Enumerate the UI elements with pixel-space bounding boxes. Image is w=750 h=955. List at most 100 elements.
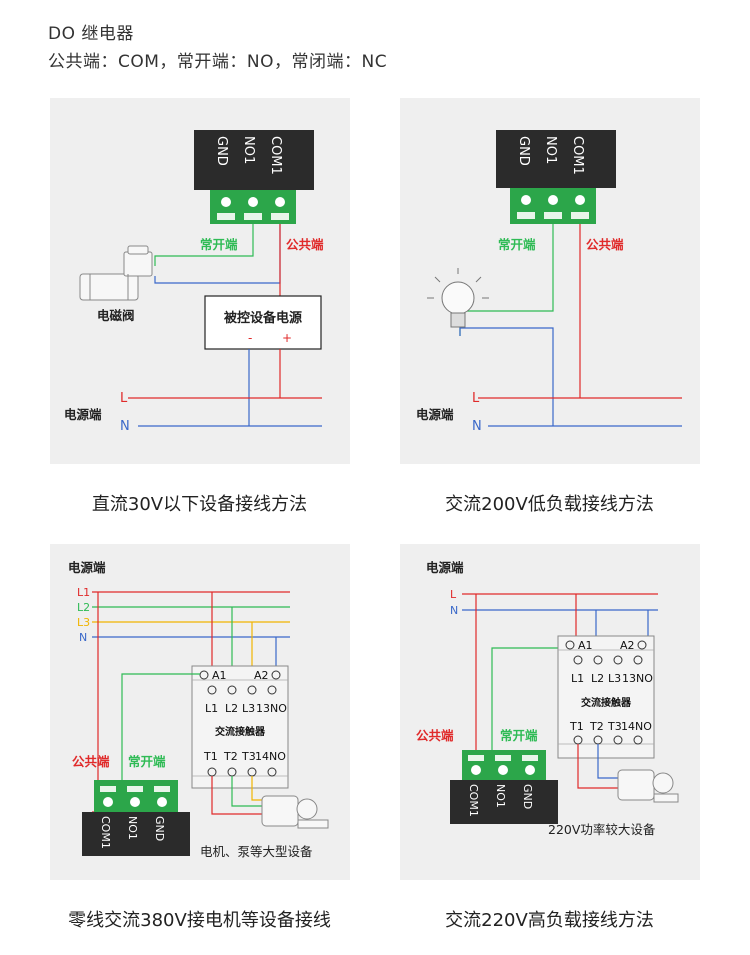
wire-no-green — [121, 673, 200, 787]
screw-icon — [548, 195, 558, 205]
terminal-slot — [517, 212, 535, 219]
screw-icon — [157, 797, 167, 807]
screw-icon — [221, 197, 231, 207]
header-title: DO 继电器 — [48, 24, 134, 44]
pin-label-no1: NO1 — [494, 784, 507, 808]
pin-label-no1: NO1 — [543, 136, 558, 164]
label-l: L — [472, 391, 480, 406]
ac-contactor: A1 A2 L1 L2 L3 13NO 交流接触器 T1 T2 T3 14NO — [557, 635, 655, 759]
wire-t1 — [211, 776, 262, 815]
diagram-dc30v: GND NO1 COM1 常开端 公共端 电磁阀 被控设备电源 - + L N … — [50, 98, 350, 464]
wire-t2 — [597, 744, 618, 779]
screw-icon — [498, 765, 508, 775]
label-com: 公共端 — [286, 237, 324, 252]
label-power: 电源端 — [64, 407, 102, 422]
contactor-13no: 13NO — [256, 702, 287, 715]
label-l2: L2 — [77, 601, 90, 614]
screw-icon — [471, 765, 481, 775]
contactor-a1: A1 — [212, 669, 227, 682]
caption-ac200v-low: 交流200V低负载接线方法 — [445, 494, 654, 515]
wire-no-green — [154, 224, 254, 266]
label-no: 常开端 — [128, 754, 166, 769]
pin-label-com1: COM1 — [268, 136, 283, 175]
terminal-slot — [571, 212, 589, 219]
contactor-t1: T1 — [569, 720, 584, 733]
contactor-l3: L3 — [242, 702, 255, 715]
terminal-block — [462, 750, 546, 780]
device-power-box — [204, 295, 322, 350]
label-n: N — [79, 631, 87, 644]
relay-block — [450, 780, 558, 824]
pin-label-gnd: GND — [214, 136, 229, 166]
caption-dc30v: 直流30V以下设备接线方法 — [91, 494, 308, 515]
screw-icon — [248, 197, 258, 207]
terminal-slot — [244, 213, 262, 220]
label-power: 电源端 — [416, 407, 454, 422]
label-com: 公共端 — [586, 237, 624, 252]
terminal-block — [94, 780, 178, 812]
contactor-l1: L1 — [205, 702, 218, 715]
label-l1: L1 — [77, 586, 90, 599]
terminal-slot — [100, 786, 116, 792]
contactor-a1: A1 — [578, 639, 593, 652]
terminal-slot — [522, 755, 538, 761]
page-header: DO 继电器 公共端：COM，常开端：NO，常闭端：NC — [48, 20, 387, 76]
wire-t3 — [251, 776, 262, 801]
contactor-l2: L2 — [225, 702, 238, 715]
wire-com-red — [92, 592, 99, 813]
contactor-t2: T2 — [589, 720, 604, 733]
terminal-slot — [468, 755, 484, 761]
motor-pump-icon — [261, 795, 329, 829]
contactor-l1: L1 — [571, 672, 584, 685]
terminal-slot — [154, 786, 170, 792]
diagram-ac200v-low: GND NO1 COM1 常开端 公共端 L N 电源端 — [400, 98, 700, 464]
diagram-ac200v-low-svg: GND NO1 COM1 常开端 公共端 L N 电源端 — [416, 130, 682, 434]
relay-block — [496, 130, 616, 188]
contactor-13no: 13NO — [622, 672, 653, 685]
terminal-slot — [544, 212, 562, 219]
label-device: 220V功率较大设备 — [548, 822, 656, 837]
screw-icon — [130, 797, 140, 807]
contactor-title: 交流接触器 — [581, 696, 632, 709]
label-device-power: 被控设备电源 — [223, 310, 302, 326]
pin-label-com1: COM1 — [467, 784, 480, 817]
caption-ac380v-motor: 零线交流380V接电机等设备接线 — [68, 910, 331, 931]
diagram-ac220v-high-svg: 电源端 L N A1 A2 L1 L2 L3 13NO 交流接触器 T1 T2 … — [416, 560, 679, 837]
pin-label-gnd: GND — [153, 816, 166, 841]
pin-label-no1: NO1 — [126, 816, 139, 840]
wire-no-green — [491, 647, 572, 752]
contactor-l2: L2 — [591, 672, 604, 685]
label-l3: L3 — [77, 616, 90, 629]
diagram-ac220v-high: 电源端 L N A1 A2 L1 L2 L3 13NO 交流接触器 T1 T2 … — [400, 544, 700, 880]
screw-icon — [103, 797, 113, 807]
label-n: N — [450, 604, 458, 617]
contactor-a2: A2 — [620, 639, 635, 652]
label-l: L — [120, 391, 128, 406]
label-motor: 电机、泵等大型设备 — [200, 844, 313, 859]
label-com: 公共端 — [72, 754, 110, 769]
contactor-t3: T3 — [241, 750, 256, 763]
screw-icon — [575, 195, 585, 205]
label-no: 常开端 — [500, 728, 538, 743]
wire-valve-blue — [154, 224, 281, 284]
contactor-t3: T3 — [607, 720, 622, 733]
caption-ac220v-high: 交流220V高负载接线方法 — [445, 910, 654, 931]
label-n: N — [472, 419, 482, 434]
label-minus: - — [248, 331, 252, 345]
motor-pump-icon — [617, 769, 679, 803]
label-no: 常开端 — [498, 237, 536, 252]
diagram-ac380v-motor: 电源端 L1 L2 L3 N A1 A2 L1 L2 L3 13NO 交流接触器… — [50, 544, 350, 880]
ac-contactor: A1 A2 L1 L2 L3 13NO 交流接触器 T1 T2 T3 14NO — [191, 665, 289, 789]
contactor-a2: A2 — [254, 669, 269, 682]
contactor-t1: T1 — [203, 750, 218, 763]
contactor-t2: T2 — [223, 750, 238, 763]
wire-t1 — [577, 744, 618, 789]
screw-icon — [275, 197, 285, 207]
pin-label-gnd: GND — [516, 136, 531, 166]
label-power: 电源端 — [426, 560, 464, 575]
terminal-slot — [127, 786, 143, 792]
header-subtitle: 公共端：COM，常开端：NO，常闭端：NC — [48, 52, 388, 72]
screw-icon — [525, 765, 535, 775]
label-valve: 电磁阀 — [97, 308, 135, 323]
screw-icon — [521, 195, 531, 205]
